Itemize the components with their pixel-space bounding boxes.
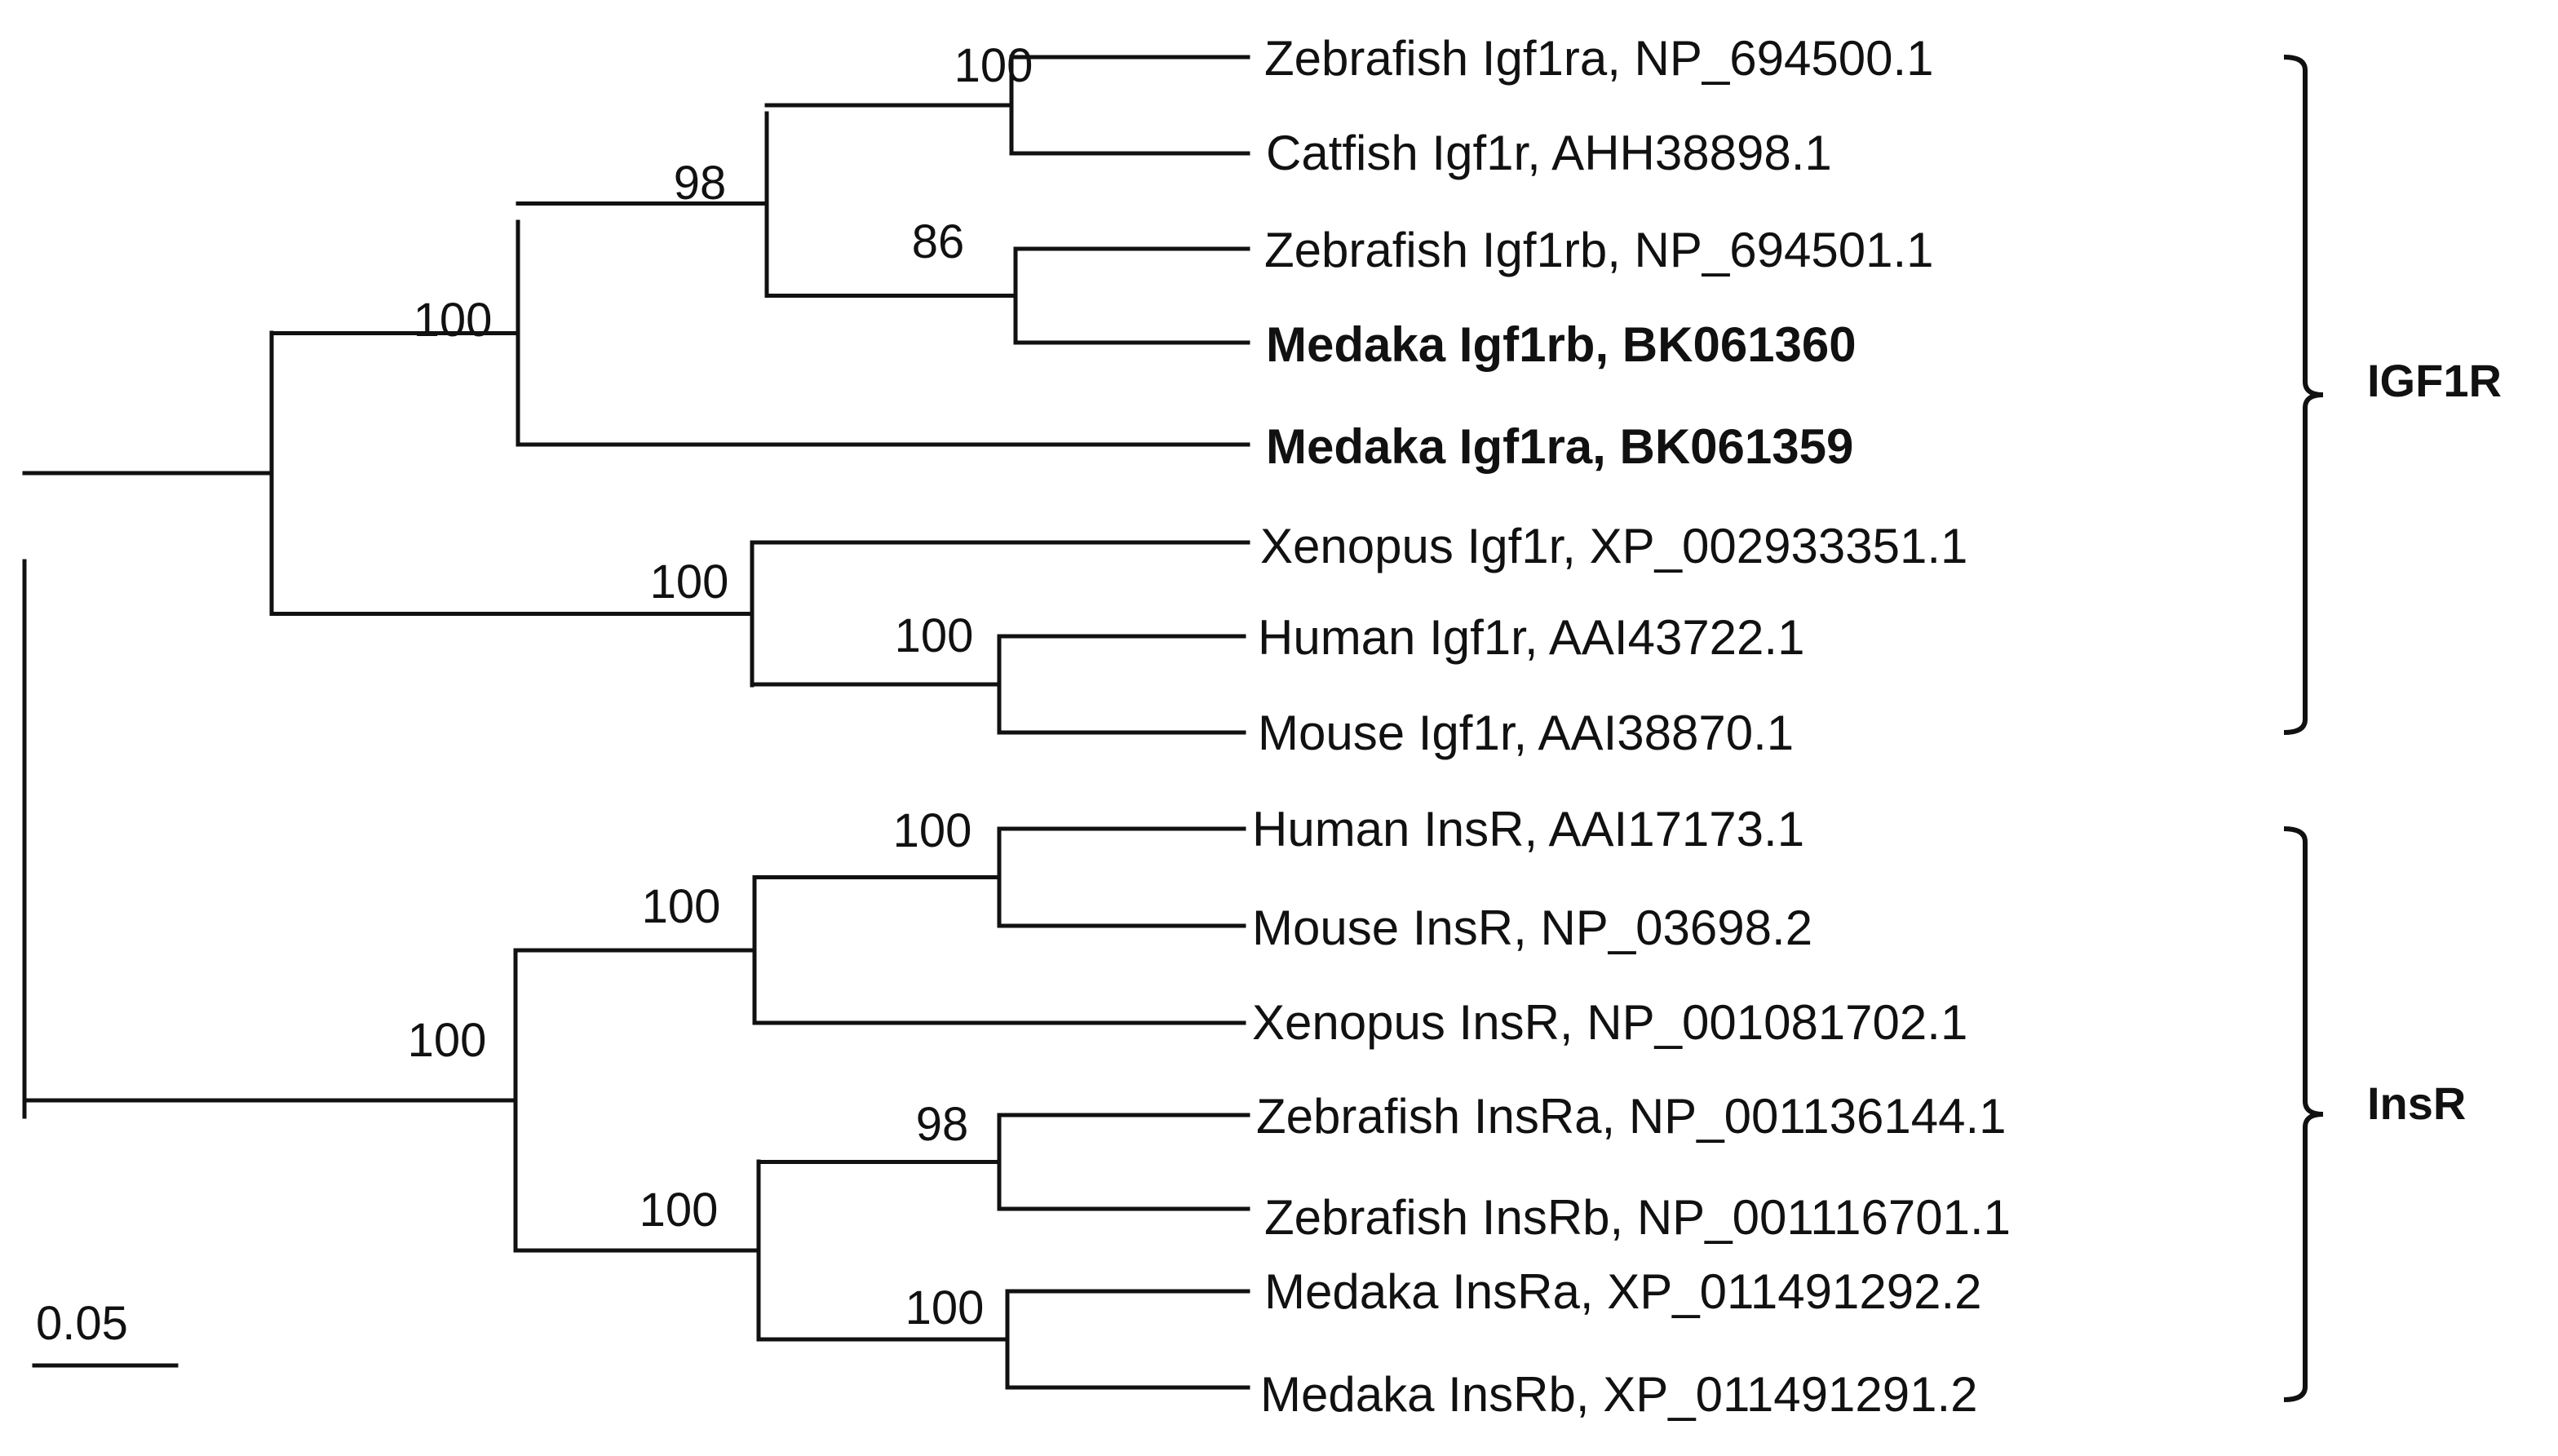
leaf-label: Xenopus InsR, NP_001081702.1 xyxy=(1252,995,1967,1050)
leaf-label: Medaka InsRb, XP_011491291.2 xyxy=(1260,1367,1978,1422)
bootstrap-value: 100 xyxy=(905,1281,985,1334)
clade-bracket-insr xyxy=(2283,826,2324,1402)
bootstrap-value: 100 xyxy=(650,555,729,609)
leaf-label: Zebrafish InsRb, NP_001116701.1 xyxy=(1264,1190,2011,1245)
bootstrap-value: 100 xyxy=(642,880,721,933)
bootstrap-value: 86 xyxy=(912,215,965,268)
leaf-label: Medaka Igf1ra, BK061359 xyxy=(1266,419,1853,474)
leaf-label: Catfish Igf1r, AHH38898.1 xyxy=(1266,126,1832,180)
bootstrap-value: 98 xyxy=(916,1098,969,1151)
bootstrap-value: 100 xyxy=(893,804,972,857)
leaf-label: Mouse Igf1r, AAI38870.1 xyxy=(1258,706,1794,760)
clade-brackets xyxy=(2283,55,2324,1402)
leaf-label: Mouse InsR, NP_03698.2 xyxy=(1252,901,1812,955)
leaf-label: Zebrafish Igf1rb, NP_694501.1 xyxy=(1264,223,1934,277)
clade-label: InsR xyxy=(2367,1078,2466,1129)
bootstrap-value: 100 xyxy=(954,39,1033,92)
bootstrap-value: 100 xyxy=(414,294,493,347)
bootstrap-value: 100 xyxy=(408,1014,487,1067)
bootstrap-value: 100 xyxy=(640,1184,719,1237)
leaf-label: Xenopus Igf1r, XP_002933351.1 xyxy=(1260,519,1967,573)
leaf-label: Human Igf1r, AAI43722.1 xyxy=(1258,610,1804,665)
leaf-label: Human InsR, AAI17173.1 xyxy=(1252,802,1804,856)
clade-bracket-igf1r xyxy=(2283,55,2324,735)
leaf-label: Medaka Igf1rb, BK061360 xyxy=(1266,317,1857,372)
tree-branches xyxy=(22,55,1250,1390)
clade-label: IGF1R xyxy=(2367,355,2502,406)
leaf-label: Medaka InsRa, XP_011491292.2 xyxy=(1264,1264,1982,1319)
scale-bar-label: 0.05 xyxy=(36,1297,128,1350)
bootstrap-value: 98 xyxy=(674,157,727,210)
leaf-label: Zebrafish Igf1ra, NP_694500.1 xyxy=(1264,31,1934,86)
bootstrap-value: 100 xyxy=(895,609,974,662)
leaf-label: Zebrafish InsRa, NP_001136144.1 xyxy=(1256,1089,2006,1144)
